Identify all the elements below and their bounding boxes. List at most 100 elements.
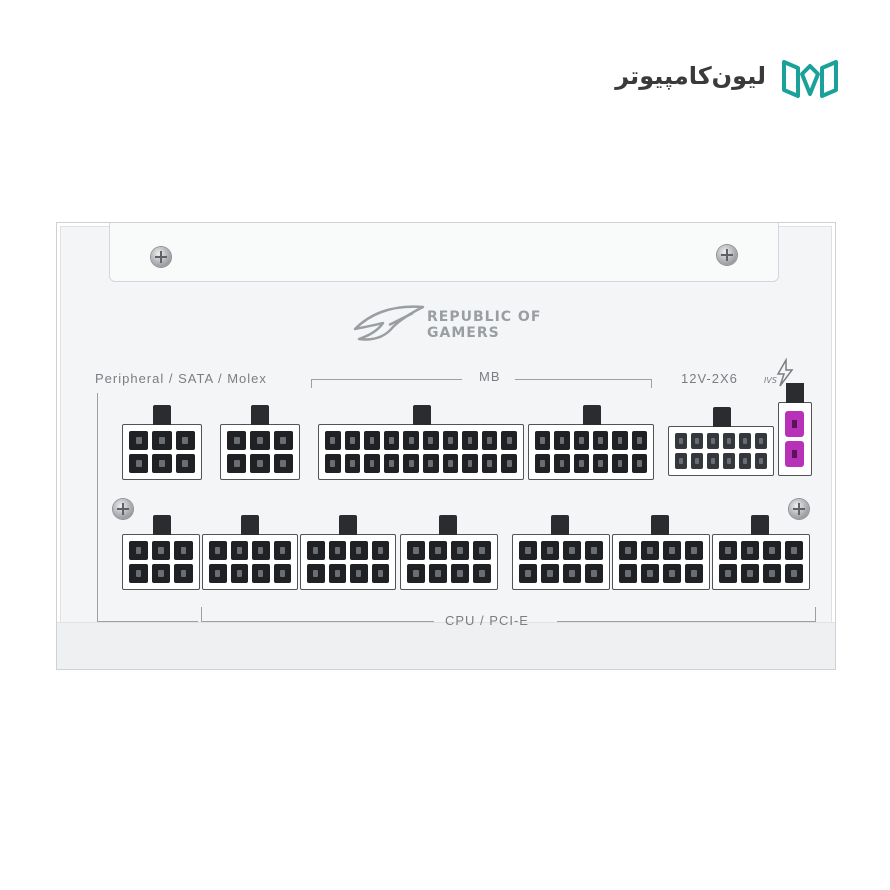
connector-pin [501,431,517,450]
pin-grid [307,541,389,583]
connector-pin [250,454,270,473]
connector-pin [739,453,751,469]
cpu-pcie-port-2[interactable] [202,515,298,590]
brand-logo: لیون‌کامپیوتر [600,56,840,102]
connector-pin [585,541,603,560]
connector-pin [403,454,419,473]
rog-logo-line1: REPUBLIC OF [427,309,542,325]
rog-logo-text: REPUBLIC OF GAMERS [427,309,577,341]
peripheral-bracket [97,393,198,622]
connector-pin [707,433,719,449]
mb-port-aux[interactable] [528,405,654,480]
connector-pin [129,541,148,560]
connector-pin [755,453,767,469]
connector-pin [175,454,195,473]
connector-pin [364,454,380,473]
ivs-icon: IVS [764,358,794,387]
connector-pin [723,433,735,449]
pin-grid [325,431,517,473]
sense-pin [785,411,804,437]
connector-pin [328,541,346,560]
cpu-pcie-port-5[interactable] [512,515,610,590]
connector-pin [612,454,628,473]
connector-pin [227,431,247,450]
connector-pin [763,541,781,560]
cpu-bracket-right [557,607,816,622]
mb-bracket-right [515,379,652,388]
connector-pin [541,541,559,560]
connector-pin [519,541,537,560]
pin-grid [209,541,291,583]
connector-pin [371,541,389,560]
sense-pin [785,441,804,467]
connector-pin [429,564,447,583]
connector-pin [403,431,419,450]
connector-pin [519,564,537,583]
connector-pin [563,564,581,583]
connector-pin [252,564,270,583]
12v-2x6-label: 12V-2X6 [681,371,738,386]
rog-eye-icon [353,305,425,341]
connector-pin [371,564,389,583]
screw-icon [151,247,171,267]
connector-pin [462,431,478,450]
connector-pin [152,431,172,450]
connector-pin [481,431,498,450]
connector-pin [785,541,803,560]
pin-grid [407,541,491,583]
cpu-pcie-label: CPU / PCI-E [445,613,529,628]
mb-port-main[interactable] [318,405,524,480]
connector-pin [675,433,687,449]
connector-pin [554,431,570,450]
mb-label: MB [479,369,501,384]
connector-pin [273,431,293,450]
connector-pin [442,431,459,450]
cpu-pcie-port-6[interactable] [612,515,710,590]
cpu-pcie-port-3[interactable] [300,515,396,590]
connector-pin [573,431,589,450]
pin-grid [129,431,195,473]
cpu-pcie-port-7[interactable] [712,515,810,590]
connector-pin [350,564,368,583]
connector-pin [364,431,380,450]
screw-icon [113,499,133,519]
connector-pin [631,454,647,473]
connector-pin [685,541,703,560]
connector-pin [723,453,735,469]
connector-pin [592,431,609,450]
connector-pin [707,453,719,469]
connector-pin [407,564,425,583]
connector-pin [152,454,172,473]
connector-pin [325,431,341,450]
connector-pin [209,541,227,560]
12v-2x6-sense-port[interactable] [778,383,812,476]
connector-pin [592,454,609,473]
peripheral-port-1[interactable] [122,405,202,480]
ivs-label: IVS [764,376,777,385]
connector-pin [429,541,447,560]
screw-icon [717,245,737,265]
connector-pin [383,454,400,473]
connector-pin [573,454,589,473]
rog-logo-line2: GAMERS [427,325,500,341]
connector-pin [129,431,149,450]
peripheral-port-2[interactable] [220,405,300,480]
screw-icon [789,499,809,519]
connector-pin [462,454,478,473]
peripheral-label: Peripheral / SATA / Molex [95,371,267,386]
connector-pin [641,541,659,560]
connector-pin [741,564,759,583]
connector-pin [325,454,341,473]
pin-grid [619,541,703,583]
pin-grid [719,541,803,583]
connector-pin [541,564,559,583]
connector-pin [481,454,498,473]
connector-pin [612,431,628,450]
12v-2x6-port[interactable] [668,407,774,476]
cpu-pcie-port-4[interactable] [400,515,498,590]
cpu-pcie-port-1[interactable] [122,515,200,590]
pin-grid [129,541,193,583]
connector-pin [619,564,637,583]
connector-pin [691,433,703,449]
connector-pin [307,564,325,583]
